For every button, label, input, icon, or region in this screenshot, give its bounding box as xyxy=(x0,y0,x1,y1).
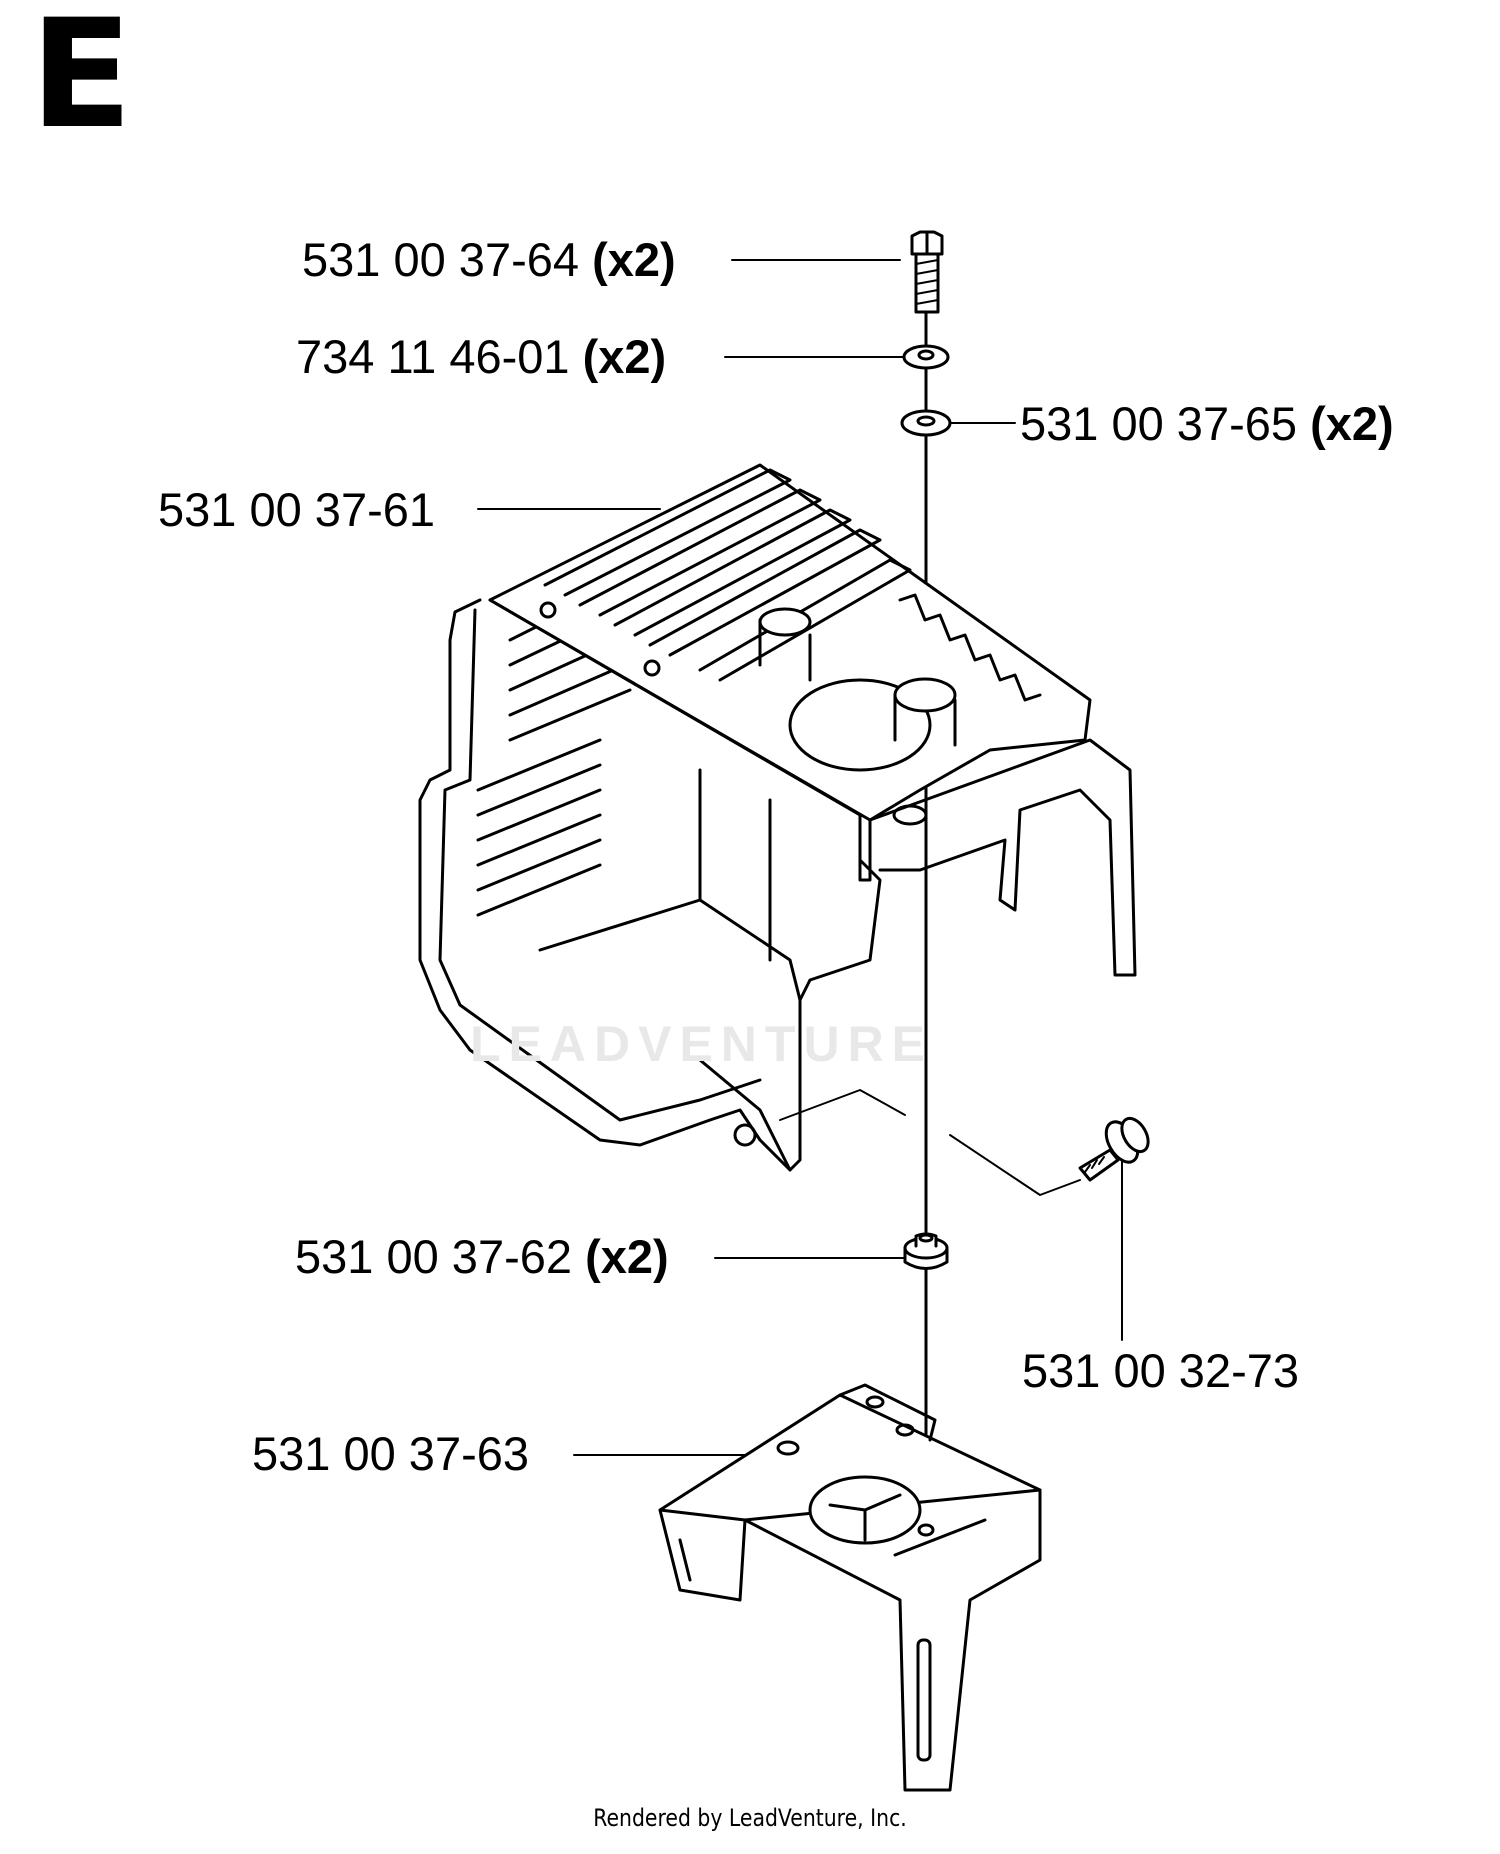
part-number: 531 00 37-62 xyxy=(295,1230,573,1283)
part-label-bushing[interactable]: 531 00 37-62 (x2) xyxy=(295,1233,669,1280)
part-quantity: (x2) xyxy=(582,330,667,383)
part-quantity: (x2) xyxy=(1310,397,1394,450)
part-label-bolt[interactable]: 531 00 37-64 (x2) xyxy=(302,236,676,283)
part-quantity: (x2) xyxy=(592,233,676,286)
bolt-shape xyxy=(910,230,944,314)
screw-shape xyxy=(1078,1116,1150,1182)
part-quantity: (x2) xyxy=(585,1230,669,1283)
part-label-washer-second[interactable]: 531 00 37-65 (x2) xyxy=(1020,400,1394,447)
footer-credit: Rendered by LeadVenture, Inc. xyxy=(593,1804,907,1832)
part-label-washer-top[interactable]: 734 11 46-01 (x2) xyxy=(296,333,666,380)
watermark-text: LEADVENTURE xyxy=(470,1016,934,1072)
cylinder-cover-shape xyxy=(418,463,1137,1172)
washer-top-shape xyxy=(902,344,950,370)
part-label-screw[interactable]: 531 00 32-73 xyxy=(1022,1347,1299,1394)
part-number: 531 00 37-64 xyxy=(302,233,580,286)
section-letter: E xyxy=(30,0,133,162)
washer-second-shape xyxy=(900,409,952,437)
bushing-shape xyxy=(903,1232,949,1270)
part-label-bracket[interactable]: 531 00 37-63 xyxy=(252,1430,529,1477)
part-label-cylinder-cover[interactable]: 531 00 37-61 xyxy=(158,486,435,533)
part-number: 531 00 37-61 xyxy=(158,483,436,536)
part-number: 531 00 37-65 xyxy=(1020,397,1298,450)
screw-connector-line xyxy=(779,1089,1081,1196)
bracket-shape xyxy=(658,1383,1042,1792)
part-number: 734 11 46-01 xyxy=(296,330,570,383)
part-number: 531 00 37-63 xyxy=(252,1427,530,1480)
part-number: 531 00 32-73 xyxy=(1022,1344,1300,1397)
